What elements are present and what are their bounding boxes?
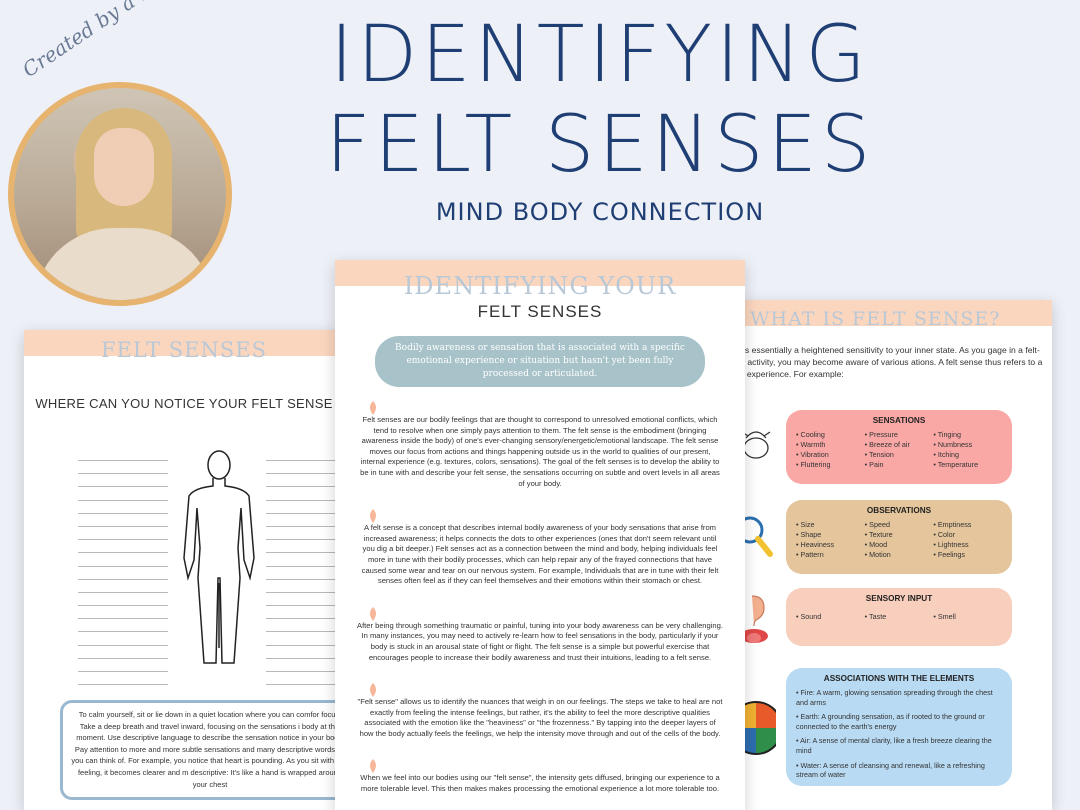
right-page-ghost-title: WHAT IS FELT SENSE? <box>750 308 1001 330</box>
element-association-item: Water: A sense of cleansing and renewal,… <box>796 761 1002 780</box>
sensation-item: Fluttering <box>796 460 865 469</box>
observation-item: Shape <box>796 530 865 539</box>
elements-card: ASSOCIATIONS WITH THE ELEMENTS Fire: A w… <box>786 668 1012 786</box>
observation-item: Emptiness <box>933 520 1002 529</box>
elements-circle-icon <box>742 701 776 755</box>
left-page-ghost-title: FELT SENSES <box>100 338 267 362</box>
calm-instructions-box: To calm yourself, sit or lie down in a q… <box>60 700 344 800</box>
sensations-title: SENSATIONS <box>872 416 926 425</box>
paragraph-text: When we feel into our bodies using our "… <box>360 773 720 794</box>
felt-sense-paragraph: A felt sense is a concept that describes… <box>357 509 723 587</box>
ear-and-tongue-icon <box>742 595 768 643</box>
leaf-icon <box>370 606 376 621</box>
hero-subtitle: MIND BODY CONNECTION <box>435 198 765 226</box>
observation-item: Motion <box>865 550 934 559</box>
sensory-input-item: Sound <box>796 608 865 621</box>
sensory-input-card: SENSORY INPUT Sound Taste Smell <box>786 588 1012 646</box>
therapist-photo-badge <box>8 82 232 306</box>
observation-item: Size <box>796 520 865 529</box>
observation-item: Color <box>933 530 1002 539</box>
body-scan-icon <box>742 431 771 459</box>
leaf-icon <box>370 759 376 774</box>
element-association-item: Fire: A warm, glowing sensation spreadin… <box>796 688 1002 707</box>
sensory-input-item: Taste <box>865 608 934 621</box>
sensations-card: SENSATIONS Cooling Pressure Tinging Warm… <box>786 410 1012 484</box>
worksheet-page-center: IDENTIFYING YOUR FELT SENSES Bodily awar… <box>335 260 745 810</box>
paragraph-text: After being through something traumatic … <box>357 620 723 662</box>
sensation-item: Temperature <box>933 460 1002 469</box>
leaf-icon <box>370 509 376 524</box>
elements-title: ASSOCIATIONS WITH THE ELEMENTS <box>823 674 975 683</box>
right-page-intro: ense is essentially a heightened sensiti… <box>742 345 1043 379</box>
page-header-band <box>742 300 1052 326</box>
magnifier-icon <box>742 516 773 557</box>
therapist-photo <box>14 88 226 300</box>
writing-lines-right <box>266 460 344 697</box>
observations-title: OBSERVATIONS <box>866 506 932 515</box>
sensation-item: Warmth <box>796 440 865 449</box>
sensation-item: Tinging <box>933 430 1002 439</box>
observation-item: Speed <box>865 520 934 529</box>
observation-item: Feelings <box>933 550 1002 559</box>
sensation-item: Numbness <box>933 440 1002 449</box>
observation-item: Heaviness <box>796 540 865 549</box>
center-page-title: FELT SENSES <box>477 302 603 321</box>
sensation-item: Vibration <box>796 450 865 459</box>
paragraph-text: "Felt sense" allows us to identify the n… <box>357 697 723 738</box>
paragraph-text: A felt sense is a concept that describes… <box>361 523 719 586</box>
worksheet-page-left: FELT SENSES WHERE CAN YOU NOTICE YOUR FE… <box>24 330 344 810</box>
sensation-item: Cooling <box>796 430 865 439</box>
page-header-band <box>24 330 344 356</box>
hero-title-line2: FELT SENSES <box>325 100 875 190</box>
observation-item: Texture <box>865 530 934 539</box>
center-page-ghost-title: IDENTIFYING YOUR <box>403 272 677 300</box>
felt-sense-paragraph: Felt senses are our bodily feelings that… <box>357 401 723 489</box>
felt-sense-paragraph: When we feel into our bodies using our "… <box>357 759 723 794</box>
sensory-input-title: SENSORY INPUT <box>865 594 933 603</box>
worksheet-page-right: WHAT IS FELT SENSE? ense is essentially … <box>742 300 1052 810</box>
leaf-icon <box>370 401 376 415</box>
felt-sense-paragraph: After being through something traumatic … <box>357 606 723 663</box>
sensation-item: Breeze of air <box>865 440 934 449</box>
sensation-item: Tension <box>865 450 934 459</box>
felt-sense-paragraph: "Felt sense" allows us to identify the n… <box>357 683 723 739</box>
leaf-icon <box>370 683 376 698</box>
hero-title-line1: IDENTIFYING <box>330 10 870 100</box>
writing-lines-left <box>78 460 168 697</box>
observations-card: OBSERVATIONS Size Speed Emptiness Shape … <box>786 500 1012 574</box>
sensation-item: Pressure <box>865 430 934 439</box>
element-association-item: Air: A sense of mental clarity, like a f… <box>796 736 1002 755</box>
definition-pill: Bodily awareness or sensation that is as… <box>375 336 705 387</box>
paragraph-text: Felt senses are our bodily feelings that… <box>360 415 720 488</box>
sensation-item: Itching <box>933 450 1002 459</box>
page-header-band <box>335 260 745 286</box>
observation-item: Lightness <box>933 540 1002 549</box>
left-page-question: WHERE CAN YOU NOTICE YOUR FELT SENSE <box>35 396 333 411</box>
sensory-input-item: Smell <box>933 608 1002 621</box>
element-association-item: Earth: A grounding sensation, as if root… <box>796 712 1002 731</box>
observation-item: Pattern <box>796 550 865 559</box>
sensation-item: Pain <box>865 460 934 469</box>
body-outline-icon <box>183 450 255 664</box>
observation-item: Mood <box>865 540 934 549</box>
